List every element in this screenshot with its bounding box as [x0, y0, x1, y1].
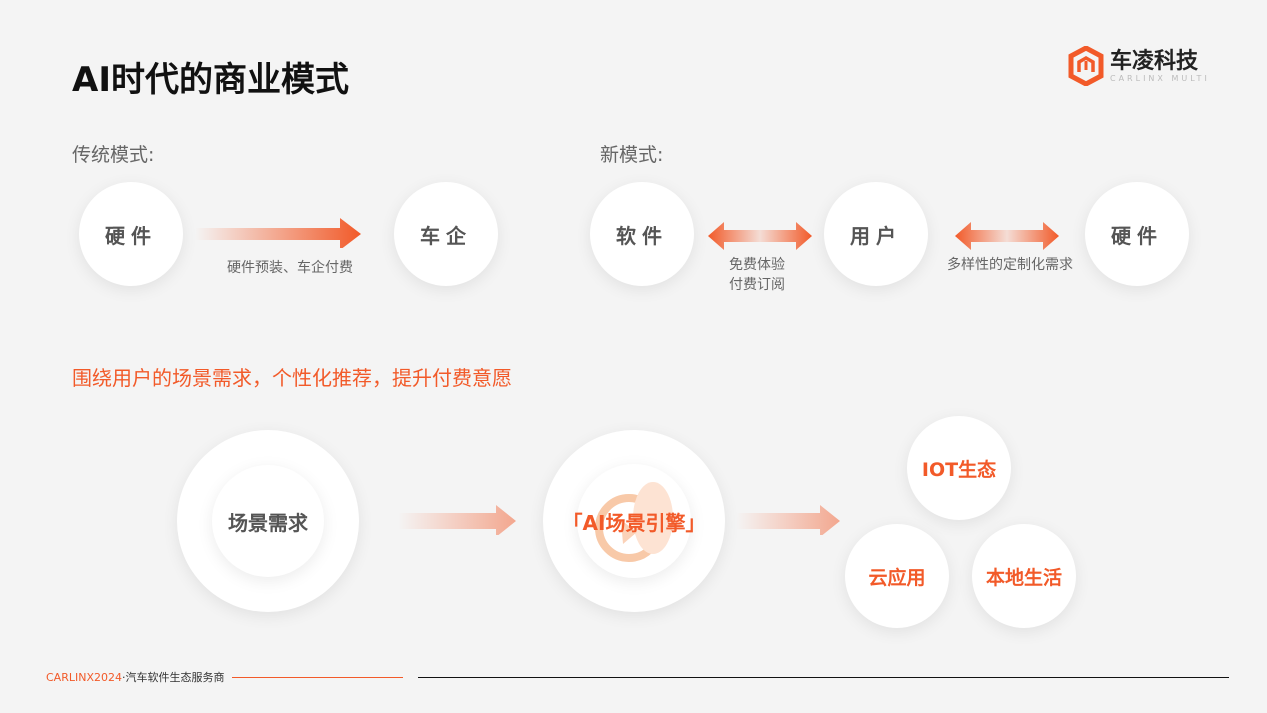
footer-divider: [418, 677, 1229, 678]
node-software: 软件: [590, 182, 694, 286]
logo-tagline: CARLINX MULTI: [1110, 73, 1210, 83]
output-local-life: 本地生活: [972, 524, 1076, 628]
double-arrow-icon: [708, 222, 812, 250]
footer: CARLINX2024·汽车软件生态服务商: [46, 669, 224, 685]
footer-brand: CARLINX2024: [46, 671, 122, 684]
label-free-trial: 免费体验: [729, 257, 785, 273]
footer-text: ·汽车软件生态服务商: [121, 671, 225, 684]
scene-node: 场景需求: [212, 465, 324, 577]
output-cloud-app: 云应用: [845, 524, 949, 628]
label-subscription: 付费订阅: [729, 277, 785, 293]
logo: 车凌科技 CARLINX MULTI: [1068, 46, 1210, 86]
logo-name: 车凌科技: [1110, 48, 1199, 74]
engine-outer-circle: 「AI场景引擎」: [543, 430, 725, 612]
node-hardware-new: 硬件: [1085, 182, 1189, 286]
engine-node: 「AI场景引擎」: [562, 510, 706, 535]
arrow-right-icon: [736, 505, 840, 535]
arrow-right-icon: [398, 505, 516, 535]
new-mode-label-1: 免费体验 付费订阅: [712, 255, 802, 295]
node-user: 用户: [824, 182, 928, 286]
output-iot: IOT生态: [907, 416, 1011, 520]
footer-divider-orange: [232, 677, 403, 678]
engine-illustration-icon: [595, 482, 673, 562]
arrow-right-icon: [195, 218, 361, 248]
scene-outer-circle: 场景需求: [177, 430, 359, 612]
new-mode-label-2: 多样性的定制化需求: [947, 257, 1073, 273]
traditional-arrow-label: 硬件预装、车企付费: [227, 260, 353, 276]
node-automaker: 车企: [394, 182, 498, 286]
slogan: 围绕用户的场景需求，个性化推荐，提升付费意愿: [72, 366, 512, 390]
double-arrow-icon: [955, 222, 1059, 250]
node-hardware-traditional: 硬件: [79, 182, 183, 286]
page-title: AI时代的商业模式: [72, 60, 349, 100]
logo-icon: [1068, 46, 1104, 86]
engine-inner-circle: 「AI场景引擎」: [563, 464, 705, 578]
new-mode-heading: 新模式:: [600, 144, 664, 166]
traditional-heading: 传统模式:: [72, 144, 155, 166]
